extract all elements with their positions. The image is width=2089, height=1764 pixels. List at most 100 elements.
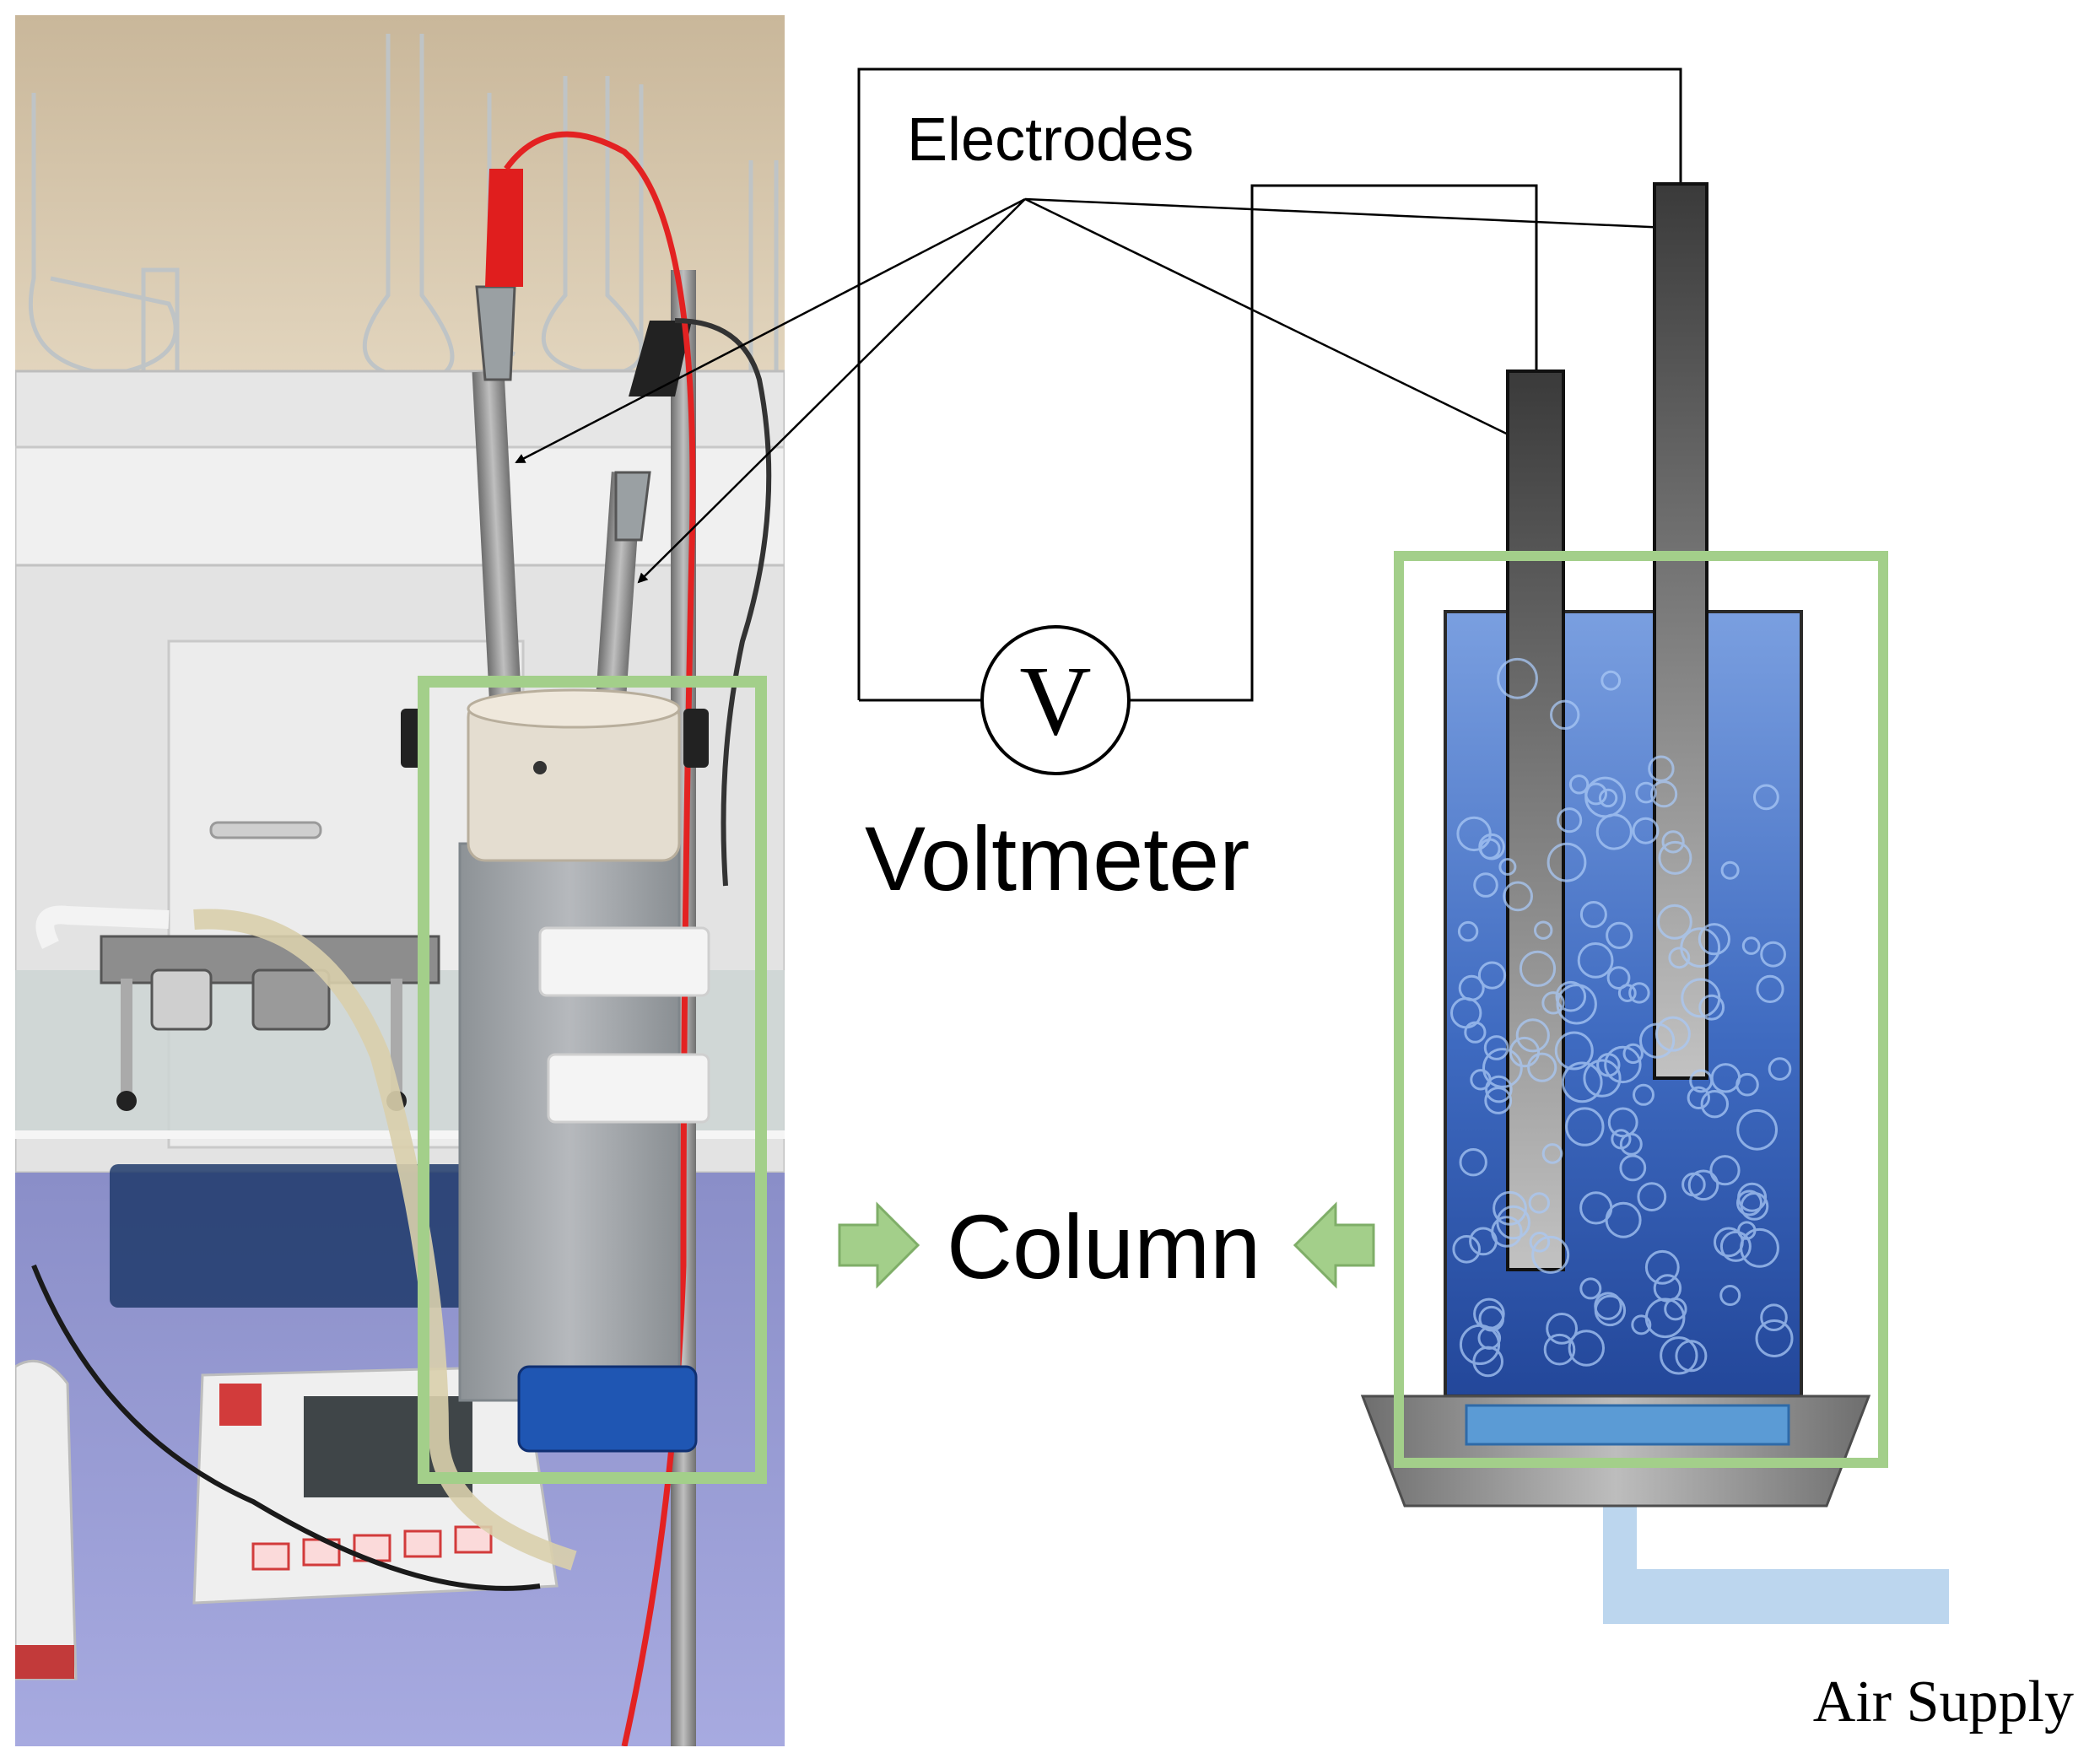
bubble bbox=[1760, 941, 1787, 968]
bubble bbox=[1698, 994, 1725, 1021]
circuit-wires bbox=[857, 67, 1682, 702]
photo-column bbox=[401, 688, 710, 1453]
bubble bbox=[1464, 1021, 1487, 1044]
bubble bbox=[1457, 920, 1479, 942]
bubble bbox=[1550, 699, 1580, 730]
bubble bbox=[1479, 838, 1501, 860]
bubble bbox=[1658, 840, 1692, 875]
bubble bbox=[1491, 1216, 1523, 1248]
bubble bbox=[1493, 1190, 1527, 1226]
bubble bbox=[1528, 1192, 1551, 1214]
bubble bbox=[1483, 1035, 1509, 1060]
bubble bbox=[1687, 1086, 1711, 1110]
bubble bbox=[1720, 860, 1740, 880]
bubble bbox=[1568, 1330, 1606, 1367]
bubble bbox=[1753, 784, 1779, 811]
schematic-column bbox=[1360, 182, 1949, 1624]
bubble bbox=[1584, 782, 1607, 806]
bubble bbox=[1527, 1052, 1557, 1082]
bubble bbox=[1681, 1172, 1706, 1197]
bubble bbox=[1579, 1277, 1602, 1300]
bubble bbox=[1497, 657, 1538, 699]
diffuser-plate bbox=[1465, 1404, 1790, 1446]
bubble bbox=[1555, 980, 1587, 1012]
bubble bbox=[1452, 1235, 1481, 1264]
bubble bbox=[1577, 942, 1614, 979]
bubble bbox=[1680, 927, 1721, 968]
air-bubbles bbox=[1450, 657, 1794, 1378]
bubble bbox=[1509, 1036, 1541, 1068]
bubble bbox=[1531, 1235, 1570, 1274]
bubble bbox=[1557, 807, 1583, 833]
water-body bbox=[1444, 610, 1803, 1398]
electrodes-label: Electrodes bbox=[907, 106, 1194, 174]
bubble bbox=[1543, 1333, 1576, 1366]
air-pump bbox=[35, 905, 440, 1111]
bubble bbox=[1698, 923, 1731, 956]
bubble bbox=[1568, 774, 1590, 795]
bubble bbox=[1653, 1274, 1682, 1303]
bubble bbox=[1700, 1090, 1730, 1119]
bubble bbox=[1709, 1155, 1741, 1186]
bubble bbox=[1741, 936, 1761, 955]
bubble bbox=[1760, 1303, 1788, 1331]
bubble bbox=[1482, 1048, 1523, 1088]
bubble bbox=[1768, 1057, 1792, 1081]
bubble bbox=[1628, 982, 1650, 1004]
bubble bbox=[1619, 1154, 1647, 1182]
bubble bbox=[1687, 1169, 1719, 1201]
bubble bbox=[1631, 1314, 1652, 1335]
schematic-column-highlight bbox=[1394, 551, 1888, 1468]
bubble bbox=[1534, 920, 1553, 940]
bubble bbox=[1668, 947, 1691, 969]
bubble bbox=[1485, 1075, 1513, 1103]
bubble bbox=[1477, 961, 1507, 990]
bubble bbox=[1719, 1285, 1741, 1306]
bubble bbox=[1519, 950, 1557, 987]
voltmeter-symbol: V bbox=[1019, 645, 1091, 756]
electrode-pointers bbox=[515, 197, 1670, 584]
bubble bbox=[1607, 1107, 1638, 1138]
bubble bbox=[1503, 881, 1533, 912]
bubble bbox=[1598, 788, 1618, 808]
bubble bbox=[1595, 813, 1633, 850]
bubble bbox=[1579, 901, 1607, 928]
bubble bbox=[1541, 991, 1565, 1015]
bubble bbox=[1661, 830, 1685, 854]
bubble bbox=[1561, 1061, 1603, 1103]
bubble bbox=[1637, 1182, 1667, 1211]
bubble bbox=[1633, 1083, 1654, 1106]
bubble bbox=[1604, 1045, 1642, 1084]
bubble bbox=[1606, 921, 1633, 950]
bubble bbox=[1515, 1018, 1550, 1053]
voltmeter: V bbox=[980, 625, 1131, 775]
voltmeter-circle bbox=[980, 625, 1131, 775]
bubble bbox=[1689, 1069, 1714, 1093]
bubble bbox=[1470, 1069, 1492, 1091]
bubble bbox=[1639, 1022, 1676, 1059]
column-arrow-right bbox=[838, 1201, 920, 1289]
bubble bbox=[1472, 1346, 1503, 1378]
bubble bbox=[1644, 1249, 1680, 1285]
bubble bbox=[1529, 1232, 1551, 1253]
bubble bbox=[1648, 755, 1675, 782]
bubble bbox=[1596, 1053, 1621, 1077]
bubble bbox=[1606, 966, 1631, 990]
column-label: Column bbox=[947, 1195, 1260, 1297]
lab-photo bbox=[15, 15, 785, 1746]
bubble bbox=[1583, 1059, 1622, 1098]
column-arrow-left bbox=[1293, 1201, 1375, 1289]
bubble bbox=[1622, 1043, 1644, 1065]
bubble bbox=[1547, 842, 1587, 882]
photo-column-highlight bbox=[418, 676, 767, 1484]
bubble bbox=[1644, 1297, 1686, 1339]
bubble bbox=[1740, 1227, 1779, 1268]
voltmeter-label: Voltmeter bbox=[865, 807, 1250, 909]
bubble bbox=[1541, 1143, 1563, 1164]
bubble bbox=[1657, 904, 1692, 940]
bubble bbox=[1496, 1205, 1530, 1240]
bubble bbox=[1660, 1336, 1698, 1375]
bubble bbox=[1681, 978, 1721, 1018]
